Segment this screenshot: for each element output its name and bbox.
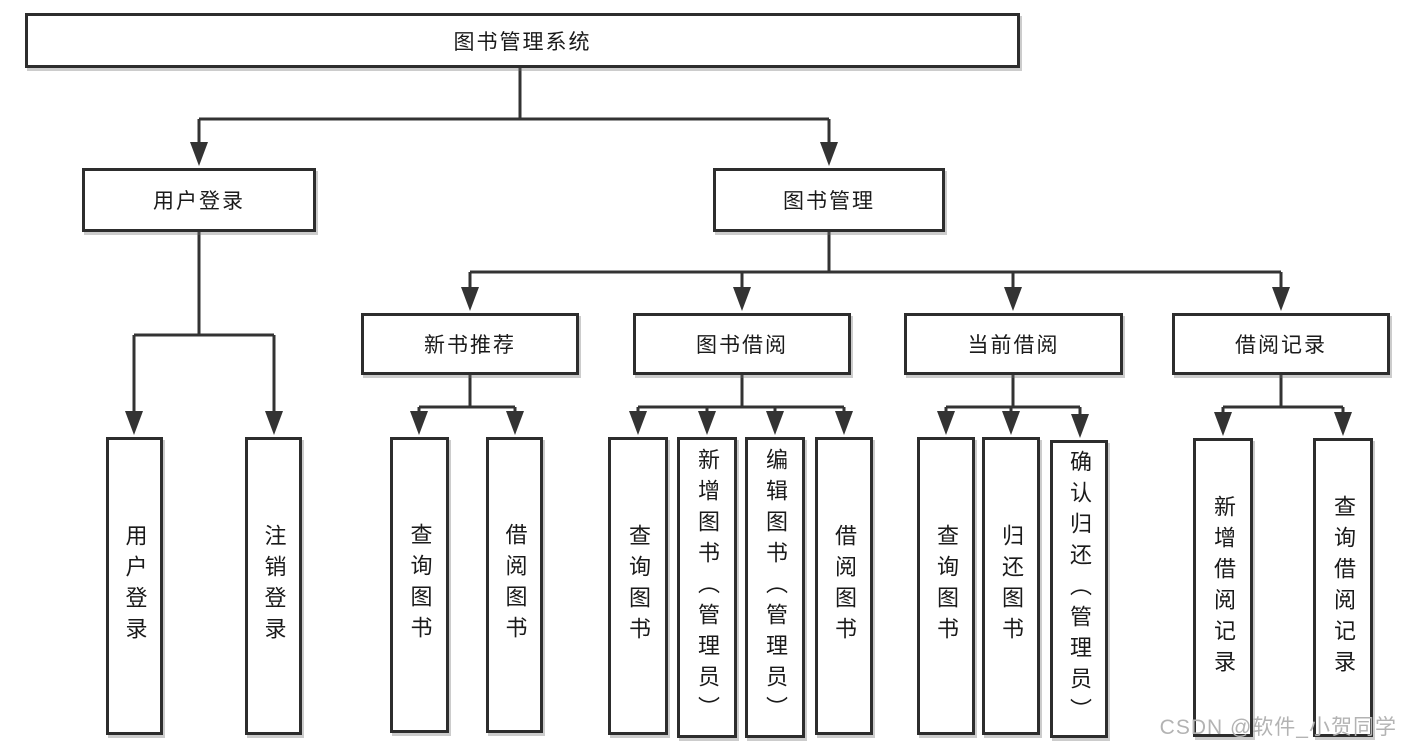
leaf-confirm-return-admin: 确认归还（管理员） <box>1050 440 1108 738</box>
arrow-to-leaf-borrow-books-2 <box>835 411 853 435</box>
arrow-to-leaf-add-books <box>698 411 716 435</box>
arrow-to-current-borrow <box>1004 287 1022 311</box>
node-new-book-recommend: 新书推荐 <box>361 313 579 375</box>
leaf-query-books-current: 查询图书 <box>917 437 975 735</box>
arrow-to-leaf-logout <box>265 411 283 435</box>
leaf-edit-books-admin: 编辑图书（管理员） <box>745 437 805 738</box>
node-book-borrow: 图书借阅 <box>633 313 851 375</box>
leaf-borrow-books-borrow: 借阅图书 <box>815 437 873 735</box>
leaf-user-login: 用户登录 <box>106 437 163 735</box>
leaf-logout: 注销登录 <box>245 437 302 735</box>
arrow-to-leaf-query-books-2 <box>629 411 647 435</box>
arrow-to-book-borrow <box>733 287 751 311</box>
leaf-borrow-books-recommend: 借阅图书 <box>486 437 543 733</box>
node-book-management: 图书管理 <box>713 168 945 232</box>
arrow-to-leaf-query-books-1 <box>410 411 428 435</box>
csdn-watermark: CSDN @软件_小贺同学 <box>1159 716 1397 739</box>
node-borrow-records: 借阅记录 <box>1172 313 1390 375</box>
arrow-to-new-book-recommend <box>461 287 479 311</box>
arrow-to-user-login <box>190 142 208 166</box>
arrow-to-leaf-add-record <box>1214 412 1232 436</box>
arrow-to-leaf-user-login <box>125 411 143 435</box>
arrow-to-leaf-query-record <box>1334 412 1352 436</box>
arrow-to-borrow-records <box>1272 287 1290 311</box>
arrow-to-leaf-confirm-return <box>1071 414 1089 438</box>
node-user-login: 用户登录 <box>82 168 316 232</box>
arrow-to-leaf-borrow-books-1 <box>506 411 524 435</box>
leaf-return-books: 归还图书 <box>982 437 1040 735</box>
arrow-to-book-management <box>820 142 838 166</box>
arrow-to-leaf-edit-books <box>766 411 784 435</box>
leaf-query-books-recommend: 查询图书 <box>390 437 449 733</box>
arrow-to-leaf-return-books <box>1002 411 1020 435</box>
node-root-system: 图书管理系统 <box>25 13 1020 68</box>
node-current-borrow: 当前借阅 <box>904 313 1123 375</box>
arrow-to-leaf-query-books-3 <box>937 411 955 435</box>
leaf-add-books-admin: 新增图书（管理员） <box>677 437 737 738</box>
leaf-add-borrow-record: 新增借阅记录 <box>1193 438 1253 737</box>
leaf-query-borrow-record: 查询借阅记录 <box>1313 438 1373 737</box>
leaf-query-books-borrow: 查询图书 <box>608 437 668 735</box>
